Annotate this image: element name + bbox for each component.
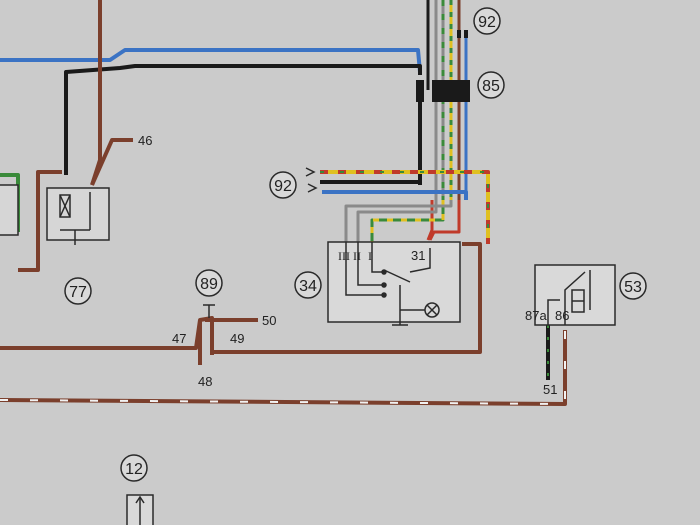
label-77: 77 — [69, 284, 87, 301]
label-92-top: 92 — [478, 14, 496, 31]
terminal-87a: 87a — [525, 308, 547, 323]
wire-label-47: 47 — [172, 331, 186, 346]
callout-circle-77 — [64, 277, 92, 305]
brown-white-wire-bottom — [0, 330, 567, 406]
terminal-86: 86 — [555, 308, 569, 323]
callout-circle-12 — [120, 454, 148, 482]
component-53-box — [534, 264, 616, 326]
brown-wire-46 — [90, 138, 133, 186]
connector-92-top-ends — [457, 30, 468, 38]
terminal-I: I — [368, 249, 372, 263]
callout-circle-53 — [619, 272, 647, 300]
wire-label-48: 48 — [198, 374, 212, 389]
terminal-31: 31 — [411, 248, 425, 263]
component-12-box — [126, 494, 154, 525]
terminal-III: III — [338, 249, 350, 263]
wires — [0, 0, 567, 525]
callout-circle-92-left — [269, 171, 297, 199]
connector-85-blocks — [416, 80, 470, 102]
label-34: 34 — [299, 278, 317, 295]
label-85: 85 — [482, 78, 500, 95]
label-12: 12 — [125, 461, 143, 478]
junction-89-symbol — [203, 304, 215, 318]
callout-circle-34 — [294, 271, 322, 299]
blue-wire-top — [0, 48, 422, 73]
wire-label-50: 50 — [262, 313, 276, 328]
labels: 92 85 92 77 89 34 53 12 46 47 48 49 50 5… — [69, 14, 642, 478]
label-89: 89 — [200, 276, 218, 293]
component-34-box — [327, 241, 461, 326]
connector-92-left-plugs — [305, 167, 318, 193]
callout-circle-92-top — [473, 7, 501, 35]
terminal-II: II — [353, 249, 361, 263]
wire-label-46: 46 — [138, 133, 152, 148]
wire-label-49: 49 — [230, 331, 244, 346]
brown-wire-77-loop — [18, 170, 62, 272]
label-53: 53 — [624, 279, 642, 296]
left-partial-box — [0, 184, 19, 236]
component-77-box — [46, 187, 110, 245]
callout-circle-89 — [195, 269, 223, 297]
callout-circle-85 — [477, 71, 505, 99]
components — [0, 7, 647, 525]
brown-wire-49 — [212, 242, 482, 354]
wire-label-51: 51 — [543, 382, 557, 397]
black-wire-top — [64, 64, 422, 175]
switch-harness — [320, 170, 490, 244]
label-92-left: 92 — [274, 178, 292, 195]
